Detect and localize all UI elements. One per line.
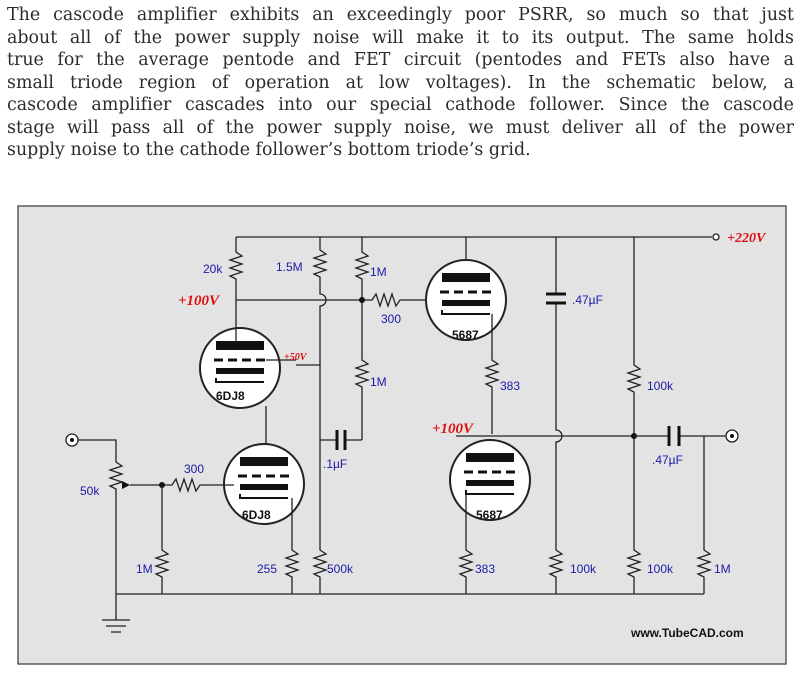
r20k-label: 20k [203, 262, 223, 276]
r100k-a-label: 100k [570, 562, 597, 576]
supply-100v-right-label: +100V [432, 421, 475, 437]
r15m-label: 1.5M [276, 260, 303, 274]
schematic-frame [17, 205, 787, 665]
r383-top-label: 383 [500, 379, 520, 393]
ground-icon [102, 594, 130, 633]
article-paragraph: The cascode amplifier exhibits an exceed… [7, 4, 794, 162]
r1m-input-label: 1M [136, 562, 153, 576]
r383-bottom-label: 383 [475, 562, 495, 576]
r383-bottom-resistor [457, 494, 475, 594]
c47-top-branch [547, 237, 565, 594]
site-credit: www.TubeCAD.com [630, 626, 744, 640]
article-line: small triode region of operation at low … [7, 72, 794, 93]
r1m-stack [353, 237, 371, 440]
supply-terminal [712, 233, 720, 241]
article-line: stage will pass all of the power supply … [7, 117, 794, 138]
r300-top-label: 300 [381, 312, 401, 326]
tube-label: 5687 [476, 508, 503, 522]
c1uf-label: .1µF [323, 457, 347, 471]
tube-label: 6DJ8 [242, 508, 271, 522]
c47-out-label: .47µF [652, 453, 683, 467]
r100k-divider [625, 237, 643, 594]
r383-top-resistor [483, 314, 501, 434]
r1m-top-label: 1M [370, 265, 387, 279]
supply-50v-label: +50V [284, 352, 308, 363]
r20k-resistor [227, 237, 362, 301]
r500k-resistor [311, 365, 329, 594]
article-line: The cascode amplifier exhibits an exceed… [7, 5, 794, 25]
r255-resistor [283, 498, 301, 594]
tube-label: 5687 [452, 328, 479, 342]
r1m-output-label: 1M [714, 562, 731, 576]
r1m-output-resistor [695, 436, 713, 594]
article-line: about all of the power supply noise will… [7, 27, 794, 48]
r500k-label: 500k [327, 562, 354, 576]
pot50k-label: 50k [80, 484, 100, 498]
article-line: cascode amplifier cascades into our spec… [7, 95, 794, 115]
r15m-resistor [296, 237, 329, 366]
r100k-right-label: 100k [647, 379, 674, 393]
pot50k [78, 439, 125, 594]
r1m-input-resistor [153, 485, 171, 594]
r300-top-resistor [362, 291, 425, 309]
r100k-b-label: 100k [647, 562, 674, 576]
r300-input-label: 300 [184, 462, 204, 476]
tube-label: 6DJ8 [216, 389, 245, 403]
r1m-mid-label: 1M [370, 375, 387, 389]
c47-top-label: .47µF [572, 293, 603, 307]
r255-label: 255 [257, 562, 277, 576]
supply-220v-label: +220V [727, 231, 767, 246]
article-line: true for the average pentode and FET cir… [7, 50, 794, 70]
r300-input-resistor [130, 476, 234, 494]
supply-100v-left-label: +100V [178, 293, 221, 309]
article-line: supply noise to the cathode follower’s b… [7, 140, 531, 160]
